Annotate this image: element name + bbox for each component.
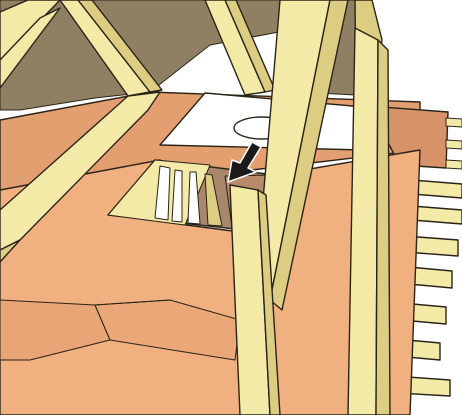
attic-hatch-illustration — [0, 0, 462, 415]
